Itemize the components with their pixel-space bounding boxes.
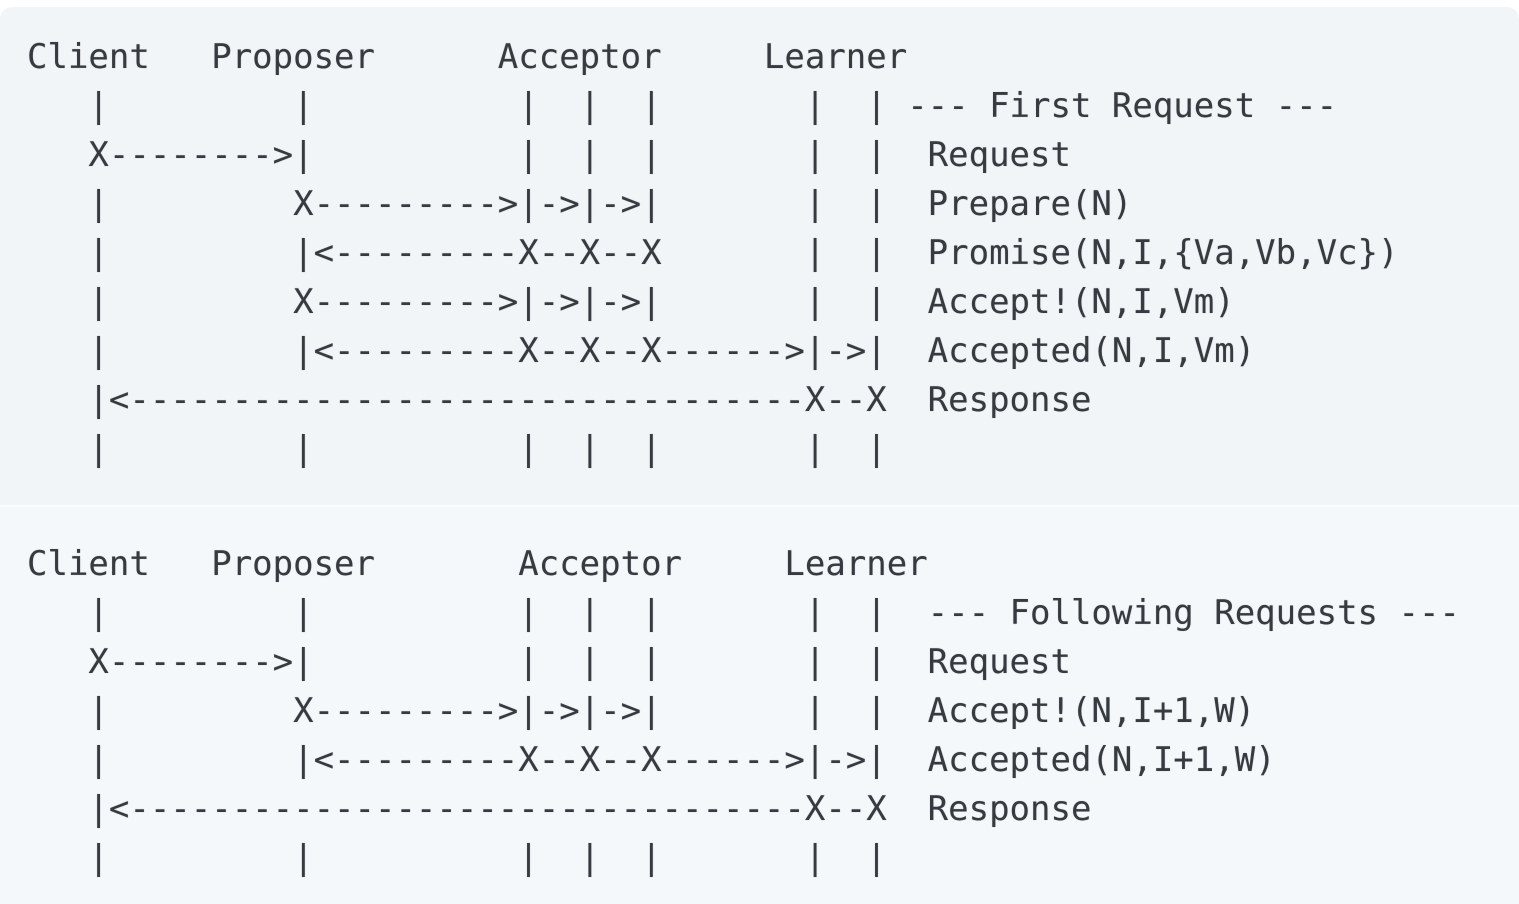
paxos-first-request-diagram: Client Proposer Acceptor Learner | | | |… (27, 37, 1399, 469)
first-request-panel: Client Proposer Acceptor Learner | | | |… (0, 7, 1519, 505)
following-requests-panel: Client Proposer Acceptor Learner | | | |… (0, 505, 1519, 904)
paxos-following-requests-diagram: Client Proposer Acceptor Learner | | | |… (27, 544, 1460, 878)
